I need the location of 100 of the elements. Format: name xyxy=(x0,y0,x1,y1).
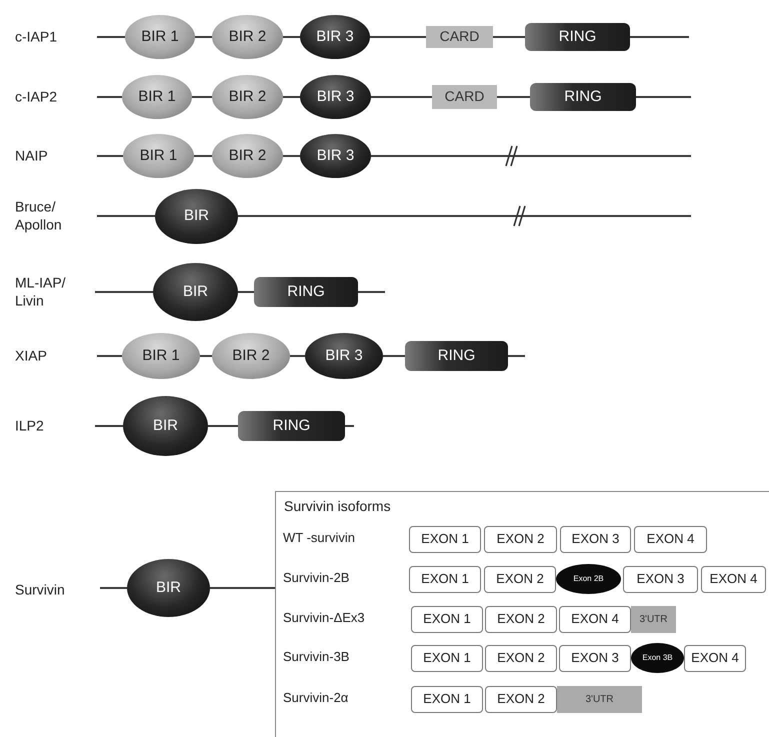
exon-box xyxy=(411,644,483,672)
isoform-name: Survivin-2B xyxy=(283,570,350,586)
exon-box xyxy=(485,644,557,672)
backbone-line xyxy=(493,36,525,38)
isoform-name: Survivin-ΔEx3 xyxy=(283,610,365,626)
card-domain xyxy=(432,85,497,109)
backbone-line xyxy=(283,155,300,157)
domain-label: EXON 2 xyxy=(496,572,544,586)
domain-label: 3'UTR xyxy=(639,614,668,624)
domain-label: BIR xyxy=(184,208,209,224)
protein-name: c-IAP1 xyxy=(15,28,58,46)
protein-name: ML-IAP/ Livin xyxy=(15,274,67,310)
exon-box xyxy=(484,566,556,592)
exon-box xyxy=(701,566,766,592)
exon-box xyxy=(559,644,631,672)
domain-label: BIR 3 xyxy=(325,348,363,364)
backbone-line xyxy=(97,215,155,217)
domain-label: Exon 2B xyxy=(573,574,604,584)
backbone-line xyxy=(208,425,238,427)
exon-box xyxy=(559,606,631,632)
ring-domain xyxy=(238,411,345,441)
exon-box xyxy=(634,526,707,552)
backbone-line xyxy=(200,355,212,357)
isoform-name: Survivin-3B xyxy=(283,648,350,666)
domain-label: RING xyxy=(272,418,310,434)
exon-oval xyxy=(556,564,621,594)
domain-label: EXON 3 xyxy=(636,572,684,586)
domain-label: EXON 1 xyxy=(421,532,469,546)
protein-name: c-IAP2 xyxy=(15,88,58,106)
domain-label: EXON 1 xyxy=(421,572,469,586)
domain-label: EXON 4 xyxy=(710,572,758,586)
domain-label: BIR xyxy=(156,580,181,596)
card-domain xyxy=(426,26,493,48)
exon-box xyxy=(409,526,481,552)
domain-label: BIR 2 xyxy=(228,148,266,164)
domain-label: BIR 3 xyxy=(316,28,354,46)
backbone-line xyxy=(238,291,254,293)
domain-label: EXON 3 xyxy=(572,532,620,546)
domain-label: BIR 1 xyxy=(140,148,178,164)
protein-name: Survivin xyxy=(15,581,65,599)
backbone-line xyxy=(630,36,689,38)
backbone-line xyxy=(371,96,432,98)
domain-label: 3'UTR xyxy=(585,694,614,704)
protein-name: ILP2 xyxy=(15,417,44,435)
domain-label: BIR 1 xyxy=(142,348,180,364)
domain-label: BIR 2 xyxy=(228,28,266,46)
domain-label: EXON 1 xyxy=(423,692,471,706)
exon-box xyxy=(411,686,483,712)
domain-label: BIR xyxy=(152,418,178,434)
backbone-line xyxy=(95,291,153,293)
isoform-panel xyxy=(275,491,769,737)
exon-box xyxy=(623,566,698,592)
isoform-name: Survivin-2α xyxy=(283,690,348,706)
backbone-line xyxy=(210,587,275,589)
protein-name: NAIP xyxy=(15,147,48,165)
exon-box xyxy=(411,606,483,632)
domain-label: RING xyxy=(564,88,602,106)
backbone-line xyxy=(283,36,300,38)
exon-box xyxy=(684,644,746,672)
backbone-line xyxy=(97,355,122,357)
ring-domain xyxy=(405,341,508,371)
backbone-line xyxy=(192,96,212,98)
isoform-name: WT -survivin xyxy=(283,530,355,546)
backbone-line xyxy=(100,587,127,589)
exon-box xyxy=(484,526,557,552)
domain-label: EXON 4 xyxy=(691,650,739,666)
backbone-line xyxy=(371,155,691,157)
domain-label: RING xyxy=(558,28,596,46)
backbone-line xyxy=(95,425,123,427)
backbone-line xyxy=(358,291,385,293)
exon-oval xyxy=(631,643,684,673)
backbone-line xyxy=(283,96,300,98)
domain-label: EXON 4 xyxy=(571,612,619,626)
domain-label: BIR 2 xyxy=(228,88,266,106)
backbone-line xyxy=(194,155,212,157)
domain-label: BIR 3 xyxy=(316,88,354,106)
domain-label: RING xyxy=(438,348,476,364)
backbone-line xyxy=(383,355,405,357)
exon-box xyxy=(560,526,631,552)
backbone-line xyxy=(370,36,426,38)
backbone-line xyxy=(290,355,305,357)
domain-label: BIR 3 xyxy=(316,148,354,164)
backbone-line xyxy=(97,36,125,38)
domain-label: EXON 1 xyxy=(423,650,471,666)
domain-label: EXON 1 xyxy=(423,612,471,626)
ring-domain xyxy=(530,83,636,111)
utr-box xyxy=(631,606,676,632)
domain-label: EXON 4 xyxy=(646,532,694,546)
domain-label: BIR xyxy=(182,284,208,300)
utr-box xyxy=(557,686,642,712)
domain-label: EXON 2 xyxy=(497,612,545,626)
backbone-line xyxy=(97,96,122,98)
domain-label: RING xyxy=(287,284,325,300)
domain-label: EXON 2 xyxy=(497,650,545,666)
domain-label: CARD xyxy=(440,29,480,45)
exon-box xyxy=(485,606,557,632)
panel-title: Survivin isoforms xyxy=(284,498,391,514)
domain-label: EXON 2 xyxy=(497,692,545,706)
domain-label: EXON 2 xyxy=(496,532,544,546)
domain-label: Exon 3B xyxy=(642,654,673,662)
